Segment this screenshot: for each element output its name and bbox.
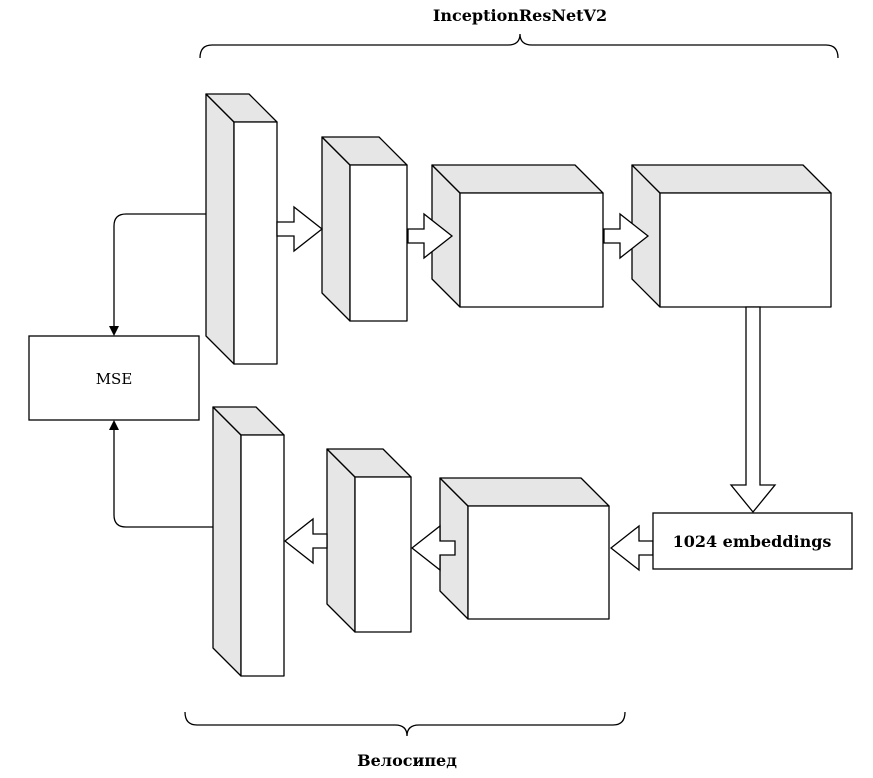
layer-block-7	[439, 477, 610, 620]
brace-encoder	[199, 33, 839, 59]
layer-block-2	[321, 136, 408, 322]
arrow-left-1	[609, 524, 654, 572]
block-top-face	[631, 164, 832, 194]
layer-blocks	[205, 93, 832, 677]
block-front-face	[349, 164, 408, 322]
layer-block-4	[631, 164, 832, 308]
connector-encoder-to-mse	[113, 213, 206, 328]
layer-block-5	[212, 406, 285, 677]
block-side-face	[205, 93, 235, 365]
block-front-face	[354, 476, 412, 633]
block-top-face	[431, 164, 604, 194]
layer-block-1	[205, 93, 278, 365]
arrow-right-1	[276, 205, 324, 253]
block-front-face	[659, 192, 832, 308]
brace-decoder	[184, 711, 626, 737]
block-front-face	[240, 434, 285, 677]
layer-block-3	[431, 164, 604, 308]
arrowhead-up	[109, 420, 119, 430]
encoder-label: InceptionResNetV2	[433, 6, 607, 25]
arrow-right-3	[603, 212, 650, 260]
block-side-face	[212, 406, 242, 677]
block-side-face	[321, 136, 351, 322]
arrow-left-3	[283, 517, 328, 565]
connector-decoder-to-mse	[113, 428, 213, 528]
embedding-label: 1024 embeddings	[673, 532, 832, 551]
block-front-face	[467, 505, 610, 620]
arrowhead-down	[109, 326, 119, 336]
arrow-left-2	[410, 524, 456, 572]
mse-label: MSE	[96, 370, 133, 388]
arrow-down	[729, 306, 777, 514]
block-side-face	[326, 448, 356, 633]
block-front-face	[459, 192, 604, 308]
block-arrows	[276, 205, 777, 572]
block-top-face	[439, 477, 610, 507]
arrow-right-2	[407, 212, 454, 260]
embedding-box	[652, 512, 853, 570]
block-front-face	[233, 121, 278, 365]
layer-block-6	[326, 448, 412, 633]
decoder-label: Велосипед	[357, 751, 457, 770]
